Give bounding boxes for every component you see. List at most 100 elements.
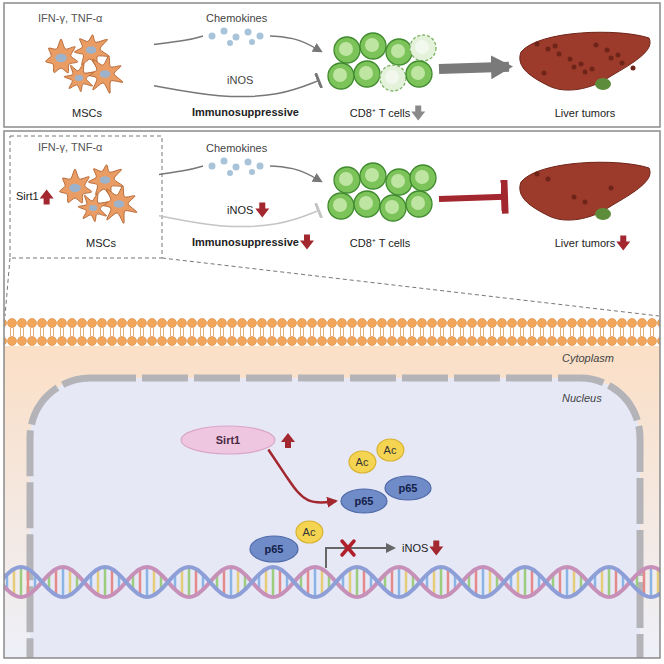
connector-label: Chemokines — [205, 12, 268, 25]
tumor-spot — [583, 200, 588, 205]
arrow-connector — [268, 450, 336, 503]
increase-arrow — [40, 190, 54, 205]
protein-label: p65 — [355, 495, 374, 508]
sirt1-protein: Sirt1 — [180, 425, 276, 455]
tumor-spot — [572, 65, 577, 70]
t-cell-core — [365, 38, 379, 52]
cell-nucleus — [75, 75, 83, 81]
tumor-spot — [605, 48, 610, 53]
t-cell — [328, 193, 354, 219]
arrow-connector — [159, 166, 321, 181]
p65-protein: p65 — [340, 488, 388, 514]
decrease-arrow — [616, 236, 630, 251]
t-cell — [360, 163, 386, 189]
increase-arrow — [281, 433, 295, 448]
msc-cells: MSCs — [45, 160, 157, 250]
msc-cell — [88, 165, 123, 197]
caption-text: MSCs — [86, 237, 116, 250]
liver-outline — [520, 162, 650, 220]
caption-text: MSCs — [72, 107, 102, 120]
t-cell-core — [333, 198, 347, 212]
protein-label: Ac — [384, 444, 397, 457]
acetyl-group: Ac — [295, 520, 324, 544]
panel-top — [4, 3, 660, 127]
node-illustration — [515, 158, 655, 228]
t-cell-core — [385, 200, 399, 214]
arrow-connector — [439, 67, 509, 69]
transcription-arrow — [326, 548, 388, 568]
protein-label: p65 — [399, 482, 418, 495]
protein-label: p65 — [265, 543, 284, 556]
cell-nucleus — [100, 176, 111, 184]
t-cell — [334, 37, 360, 63]
connector-label: Chemokines — [205, 142, 268, 155]
tumor-spot — [568, 57, 573, 62]
cell-nucleus — [55, 54, 67, 62]
protein-label: Sirt1 — [216, 434, 240, 447]
msc-cells: MSCs — [22, 30, 152, 120]
protein-label: Ac — [303, 526, 316, 539]
tumor-spot — [590, 67, 595, 72]
inhibition-connector — [439, 197, 505, 199]
cell-nucleus — [100, 70, 111, 78]
msc-cell — [78, 193, 108, 222]
panel-bottom — [4, 131, 660, 658]
connector-label: iNOS — [226, 74, 254, 87]
node-illustration — [515, 28, 655, 98]
node-illustration — [45, 160, 157, 226]
tumor-spot — [579, 62, 584, 67]
cell-nucleus — [89, 205, 97, 211]
t-cell-core — [359, 66, 373, 80]
t-cell — [410, 35, 436, 61]
msc-cell — [64, 63, 94, 92]
msc-cell — [74, 35, 109, 67]
tumor-spot — [546, 177, 551, 182]
liver: Liver tumors — [515, 158, 655, 250]
cd8-t-cells: CD8⁺ T cells — [325, 162, 435, 250]
caption-text: Liver tumors — [555, 107, 616, 120]
tumor-spot — [542, 71, 547, 76]
gallbladder — [595, 78, 611, 90]
t-cell — [410, 165, 436, 191]
t-cell-core — [391, 174, 405, 188]
t-cell-core — [415, 170, 429, 184]
tumor-spot — [546, 47, 551, 52]
tumor-spot — [616, 53, 621, 58]
t-cell — [386, 39, 412, 65]
tumor-spot — [572, 195, 577, 200]
t-cell-core — [385, 70, 399, 84]
block-mark — [342, 541, 354, 555]
liver: Liver tumors — [515, 28, 655, 120]
cd8-t-cells: CD8⁺ T cells — [325, 32, 435, 120]
node-illustration — [22, 30, 152, 96]
p65-protein: p65 — [384, 475, 432, 501]
tumor-spot — [557, 52, 562, 57]
caption-text: Liver tumors — [555, 237, 616, 250]
tumor-spot — [631, 66, 636, 71]
t-cell-core — [359, 196, 373, 210]
tumor-spot — [583, 70, 588, 75]
transcription-arrowhead — [386, 543, 396, 553]
gallbladder — [595, 208, 611, 220]
node-illustration — [325, 162, 435, 228]
cell-nucleus — [69, 184, 81, 192]
node-illustration — [325, 32, 435, 98]
membrane — [4, 319, 660, 346]
tumor-spot — [535, 172, 540, 177]
t-cell-core — [365, 168, 379, 182]
t-cell — [354, 191, 380, 217]
acetyl-group: Ac — [348, 450, 377, 474]
t-cell — [386, 169, 412, 195]
zoom-line — [162, 258, 659, 316]
liver-outline — [520, 32, 650, 90]
t-cell-core — [391, 44, 405, 58]
dna-helix — [4, 567, 660, 597]
caption-text: CD8⁺ T cells — [350, 107, 410, 120]
t-cell-core — [333, 68, 347, 82]
t-cell-core — [339, 172, 353, 186]
annotation-label: Immunosuppressive — [192, 106, 299, 119]
cell-nucleus — [86, 46, 97, 54]
t-cell — [354, 61, 380, 87]
